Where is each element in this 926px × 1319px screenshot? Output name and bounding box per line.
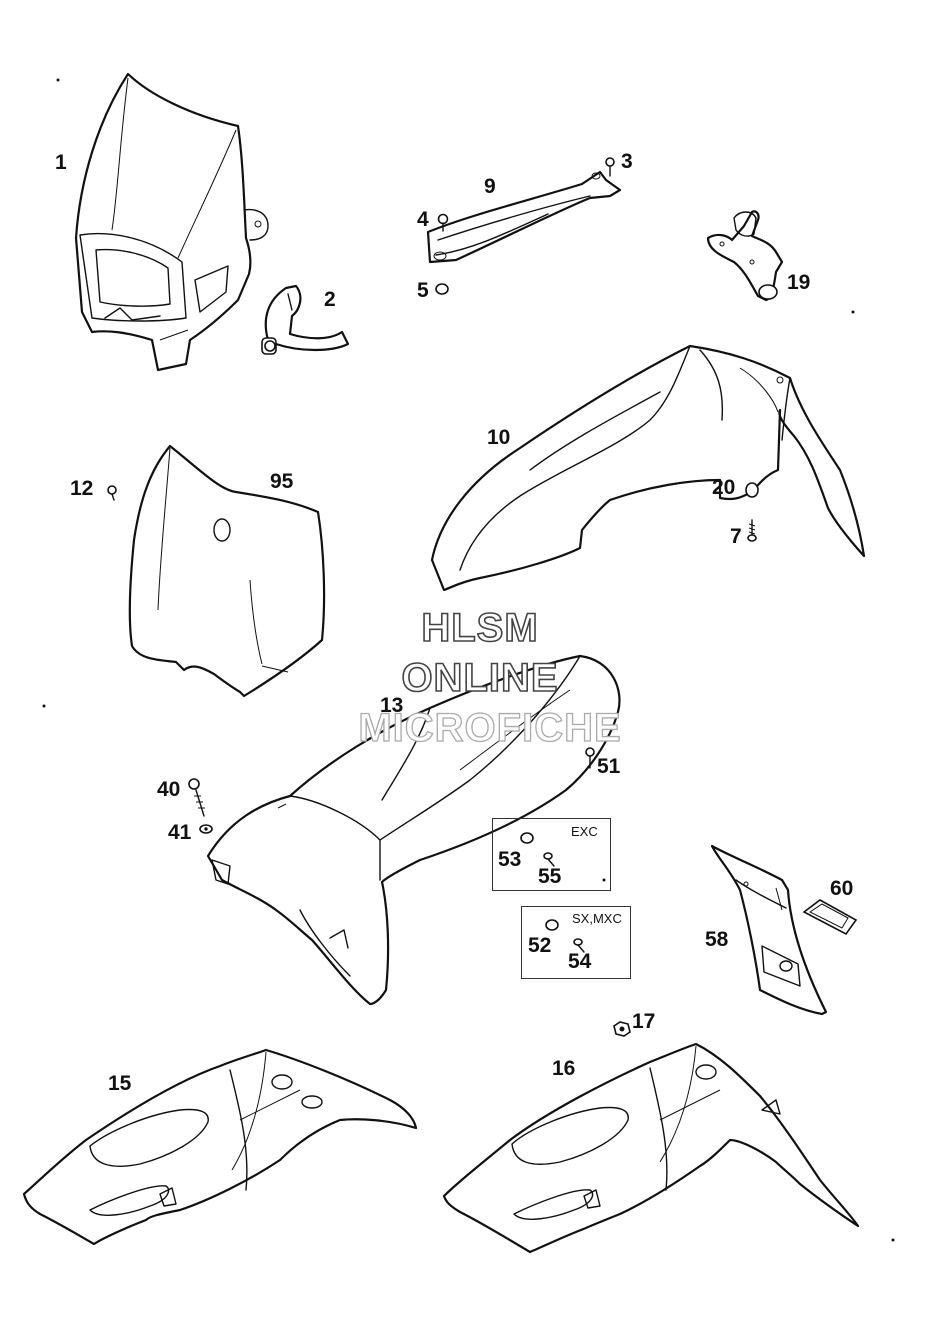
callout-9: 9 xyxy=(484,175,496,198)
rear-fender-part xyxy=(206,654,621,1006)
callout-52: 52 xyxy=(528,934,552,957)
watermark-line-3: MICROFICHE xyxy=(358,706,622,750)
callout-13: 13 xyxy=(380,694,404,717)
exc-kit-parts xyxy=(520,832,555,867)
callout-2: 2 xyxy=(324,288,336,311)
callout-1: 1 xyxy=(55,151,67,174)
screw-3-part xyxy=(605,157,615,177)
callout-41: 41 xyxy=(168,821,192,844)
callout-17: 17 xyxy=(632,1010,656,1033)
bracket-strip-part xyxy=(426,170,622,264)
bolt-40-part xyxy=(188,778,205,817)
callout-4: 4 xyxy=(417,208,429,231)
callout-60: 60 xyxy=(830,877,854,900)
callout-95: 95 xyxy=(270,470,294,493)
sticker-part xyxy=(802,899,858,936)
callout-54: 54 xyxy=(568,950,592,973)
mud-flap-part xyxy=(710,844,828,1016)
fender-16-part xyxy=(442,1042,860,1254)
watermark-line-2: ONLINE xyxy=(401,656,559,700)
callout-19: 19 xyxy=(787,271,811,294)
exc-kit-box xyxy=(492,818,611,891)
callout-55: 55 xyxy=(538,865,562,888)
screw-51-part xyxy=(585,747,595,769)
callout-20: 20 xyxy=(712,476,736,499)
steering-bracket-part xyxy=(706,210,784,302)
callout-10: 10 xyxy=(487,426,511,449)
sx-mxc-kit-label: SX,MXC xyxy=(572,911,622,926)
callout-51: 51 xyxy=(597,755,621,778)
spacer-20-part xyxy=(745,482,759,498)
callout-5: 5 xyxy=(417,279,429,302)
callout-40: 40 xyxy=(157,778,181,801)
fender-15-part xyxy=(22,1048,418,1246)
clamp-part xyxy=(261,284,350,355)
callout-53: 53 xyxy=(498,848,522,871)
sx-mxc-kit-parts xyxy=(545,919,585,953)
callout-7: 7 xyxy=(730,525,742,548)
screw-7-part xyxy=(747,519,757,542)
scan-specks xyxy=(42,78,895,1242)
nut-17-part xyxy=(613,1021,631,1037)
callout-58: 58 xyxy=(705,928,729,951)
watermark-line-1: HLSM xyxy=(421,606,539,650)
callout-15: 15 xyxy=(108,1072,132,1095)
callout-12: 12 xyxy=(70,477,94,500)
callout-16: 16 xyxy=(552,1057,576,1080)
front-fender-part xyxy=(430,344,866,592)
washer-41-part xyxy=(199,824,213,834)
screw-12-part xyxy=(107,485,117,501)
nut-5-part xyxy=(435,283,449,295)
sx-mxc-kit-box xyxy=(521,906,631,979)
headlight-mask-part xyxy=(74,72,269,372)
callout-3: 3 xyxy=(621,150,633,173)
screw-4-part xyxy=(437,213,449,232)
number-plate-part xyxy=(128,444,326,698)
exc-kit-label: EXC xyxy=(571,824,598,839)
